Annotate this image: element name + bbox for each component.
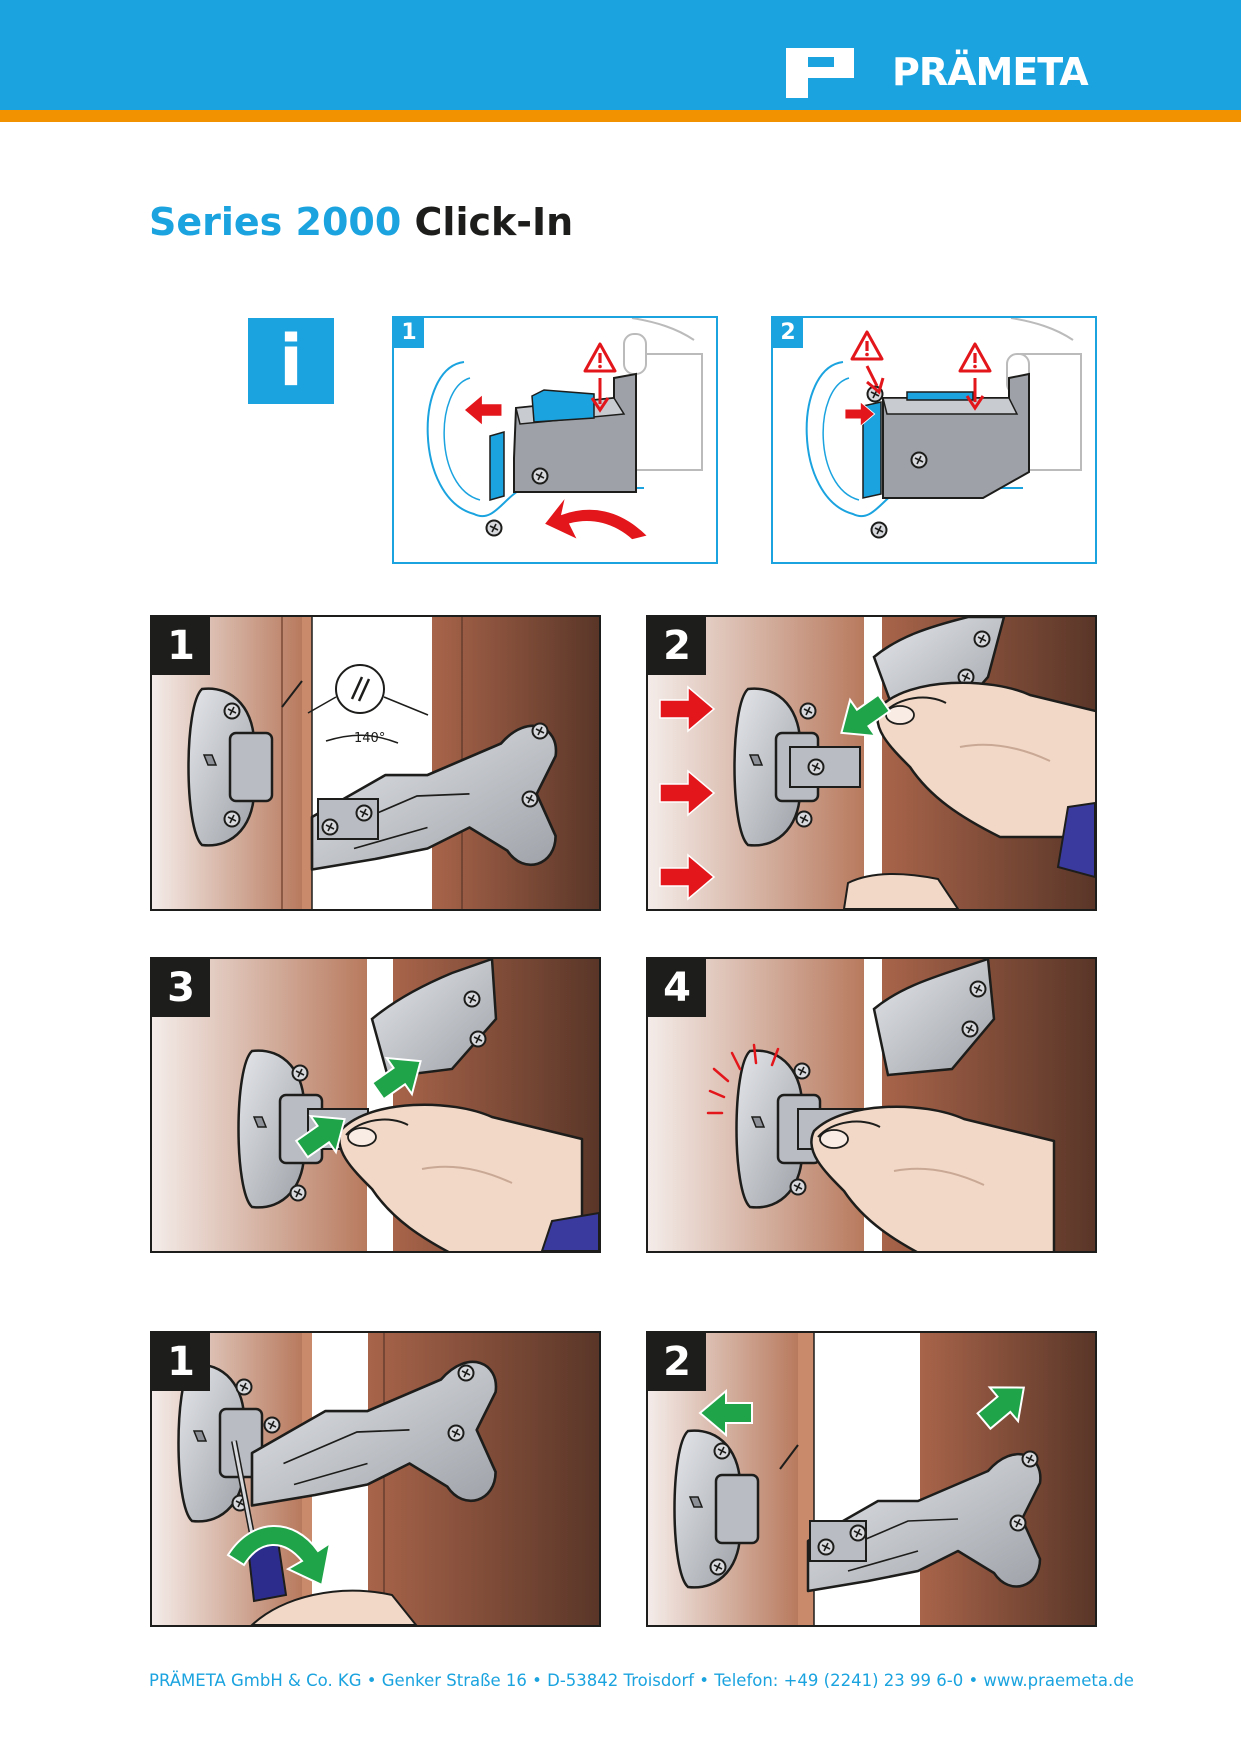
page-title: Series 2000 Click-In	[149, 196, 573, 248]
info-step-number: 1	[394, 318, 424, 348]
removal-step-2-panel: 2	[646, 1331, 1097, 1627]
header-bar	[0, 0, 1241, 110]
brand-name: PRÄMETA	[892, 50, 1089, 94]
step-number: 4	[648, 959, 706, 1017]
opening-angle-label: 140°	[354, 731, 386, 746]
header-accent-stripe	[0, 110, 1241, 122]
mount-step-3-panel: 3	[150, 957, 601, 1253]
footer-contact-line: PRÄMETA GmbH & Co. KG • Genker Straße 16…	[149, 1671, 1134, 1690]
info-illustration-locked	[805, 318, 1082, 539]
mount-step-3-illustration	[152, 959, 599, 1251]
step-number: 1	[152, 1333, 210, 1391]
info-illustration-insert	[426, 318, 703, 542]
step-number: 2	[648, 1333, 706, 1391]
title-series: Series 2000	[149, 200, 402, 244]
removal-step-2-illustration	[648, 1333, 1095, 1625]
step-number: 3	[152, 959, 210, 1017]
mount-step-4-illustration	[648, 959, 1095, 1251]
info-panel-2: 2	[771, 316, 1097, 564]
title-product: Click-In	[414, 200, 574, 244]
click-sound-icon	[706, 1043, 780, 1115]
info-badge: i	[248, 318, 334, 404]
mount-step-4-panel: 4	[646, 957, 1097, 1253]
info-step-number: 2	[773, 318, 803, 348]
brand-logo-icon	[786, 48, 854, 98]
mount-step-2-illustration	[648, 617, 1095, 909]
removal-step-1-illustration	[152, 1333, 599, 1625]
step-number: 2	[648, 617, 706, 675]
step-number: 1	[152, 617, 210, 675]
info-panel-1: 1	[392, 316, 718, 564]
mount-step-1-panel: 1 140°	[150, 615, 601, 911]
mount-step-1-illustration	[152, 617, 599, 909]
mount-step-2-panel: 2	[646, 615, 1097, 911]
removal-step-1-panel: 1	[150, 1331, 601, 1627]
